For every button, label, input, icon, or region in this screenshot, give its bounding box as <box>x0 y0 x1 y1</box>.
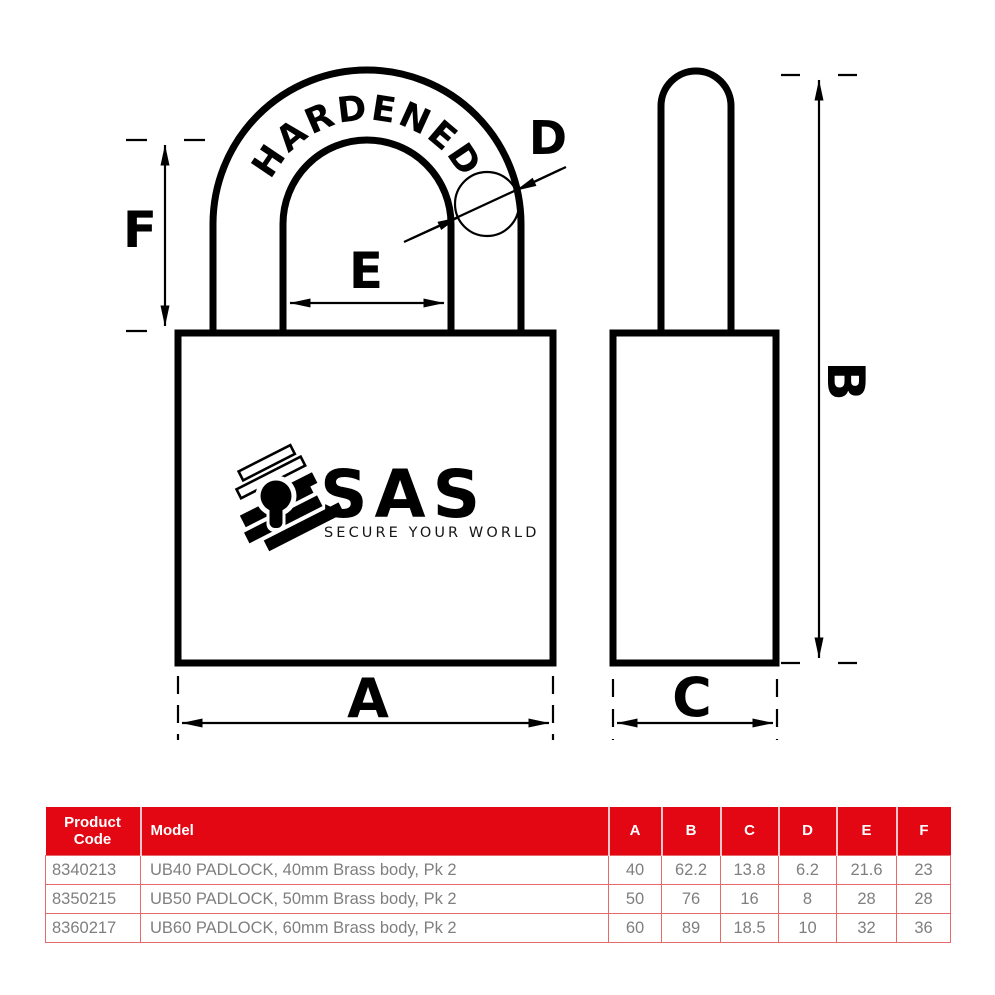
table-row: 8340213 UB40 PADLOCK, 40mm Brass body, P… <box>45 855 951 885</box>
front-shackle-inner <box>279 136 455 336</box>
cell-product-code: 8350215 <box>45 884 141 914</box>
cell-product-code: 8340213 <box>45 855 141 885</box>
cell-dim-c: 13.8 <box>720 855 779 885</box>
padlock-front-view: HARDENED <box>174 66 557 667</box>
col-header-d: D <box>777 807 837 856</box>
sas-logo: SAS SECURE YOUR WORLD <box>234 443 540 552</box>
spec-table: Product Code Model A B C D E F 8340213 U… <box>45 807 951 943</box>
spec-table-header: Product Code Model A B C D E F <box>45 807 951 856</box>
cell-dim-b: 76 <box>661 884 721 914</box>
cell-dim-c: 18.5 <box>720 913 779 943</box>
cell-dim-e: 32 <box>836 913 897 943</box>
cell-dim-a: 50 <box>608 884 662 914</box>
cell-dim-c: 16 <box>720 884 779 914</box>
keyhole-icon <box>255 475 297 532</box>
logo-tagline-text: SECURE YOUR WORLD <box>324 525 540 541</box>
cell-dim-d: 6.2 <box>778 855 837 885</box>
side-shackle <box>657 67 735 336</box>
dim-label-A: A <box>347 667 389 730</box>
cell-dim-f: 23 <box>896 855 951 885</box>
padlock-side-view <box>609 67 780 667</box>
table-row: 8350215 UB50 PADLOCK, 50mm Brass body, P… <box>45 884 951 914</box>
dim-label-D: D <box>529 111 567 165</box>
side-body <box>609 329 780 667</box>
cell-dim-f: 28 <box>896 884 951 914</box>
col-header-model: Model <box>139 807 609 856</box>
dim-label-F: F <box>123 201 157 259</box>
dim-label-B: B <box>815 361 875 401</box>
cell-dim-e: 28 <box>836 884 897 914</box>
cell-dim-d: 8 <box>778 884 837 914</box>
cell-dim-a: 60 <box>608 913 662 943</box>
cell-dim-a: 40 <box>608 855 662 885</box>
dim-label-C: C <box>672 666 712 729</box>
cell-model: UB60 PADLOCK, 60mm Brass body, Pk 2 <box>140 913 609 943</box>
logo-brand-text: SAS <box>320 456 487 533</box>
cell-dim-f: 36 <box>896 913 951 943</box>
cell-dim-e: 21.6 <box>836 855 897 885</box>
cell-model: UB40 PADLOCK, 40mm Brass body, Pk 2 <box>140 855 609 885</box>
padlock-dimension-diagram: HARDENED SAS SECURE YOUR W <box>123 66 875 740</box>
table-row: 8360217 UB60 PADLOCK, 60mm Brass body, P… <box>45 913 951 943</box>
col-header-e: E <box>835 807 897 856</box>
dim-label-E: E <box>349 242 383 300</box>
cell-dim-b: 62.2 <box>661 855 721 885</box>
col-header-c: C <box>719 807 779 856</box>
col-header-b: B <box>660 807 721 856</box>
cell-model: UB50 PADLOCK, 50mm Brass body, Pk 2 <box>140 884 609 914</box>
cell-dim-d: 10 <box>778 913 837 943</box>
col-header-a: A <box>607 807 662 856</box>
col-header-product-code: Product Code <box>45 807 141 856</box>
cell-product-code: 8360217 <box>45 913 141 943</box>
cell-dim-b: 89 <box>661 913 721 943</box>
col-header-f: F <box>895 807 951 856</box>
dimension-lines <box>126 73 857 740</box>
